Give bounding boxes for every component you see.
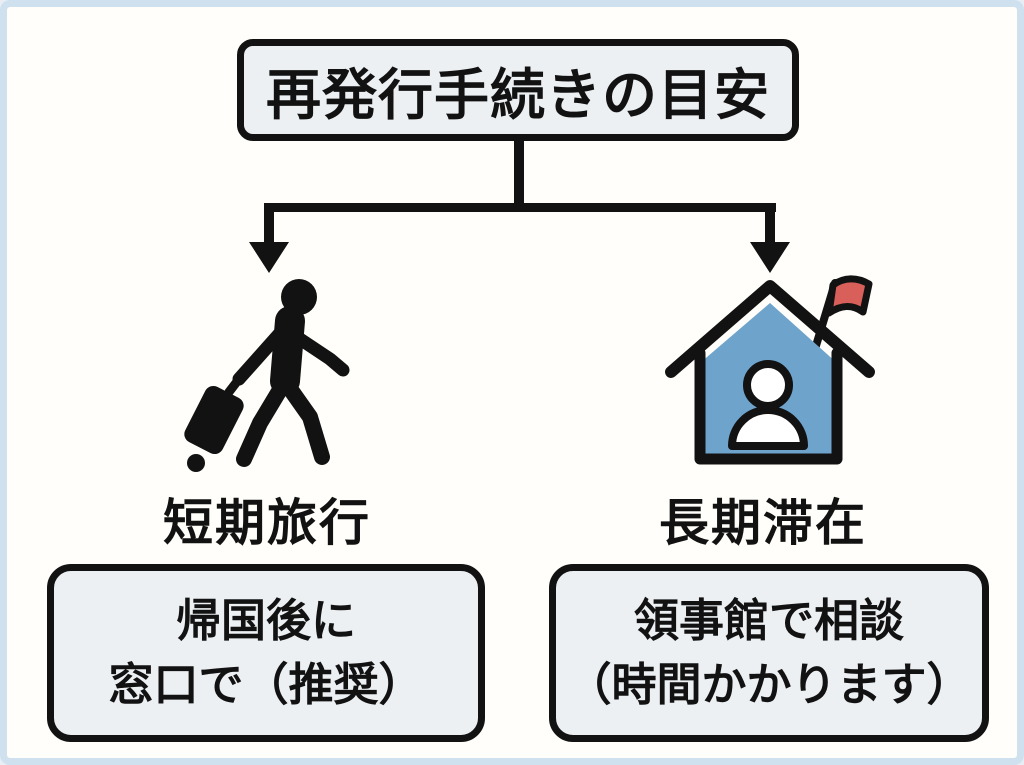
label-short-term: 短期旅行 <box>163 495 371 551</box>
detail-box-long-term: 領事館で相談 （時間かかります） <box>549 564 989 742</box>
person-icon <box>728 360 808 450</box>
detail-short-term-line2: 窓口で（推奨） <box>108 659 424 710</box>
detail-box-short-term: 帰国後に 窓口で（推奨） <box>47 564 485 742</box>
diagram-title: 再発行手続きの目安 <box>265 64 770 126</box>
detail-short-term-line1: 帰国後に <box>175 595 356 647</box>
connector-horizontal-bar <box>264 203 776 212</box>
connector-stem <box>514 139 524 207</box>
detail-long-term-line1: 領事館で相談 <box>633 595 904 647</box>
arrow-down-left-icon <box>249 242 289 273</box>
house-with-flag-icon <box>665 275 875 465</box>
arrow-down-right-icon <box>750 242 790 273</box>
connector-right-drop <box>765 203 775 244</box>
detail-long-term-line2: （時間かかります） <box>566 659 972 710</box>
traveler-with-suitcase-icon <box>184 279 350 472</box>
connector-left-drop <box>264 203 274 244</box>
label-long-term: 長期滞在 <box>659 495 867 551</box>
title-box: 再発行手続きの目安 <box>237 39 799 141</box>
